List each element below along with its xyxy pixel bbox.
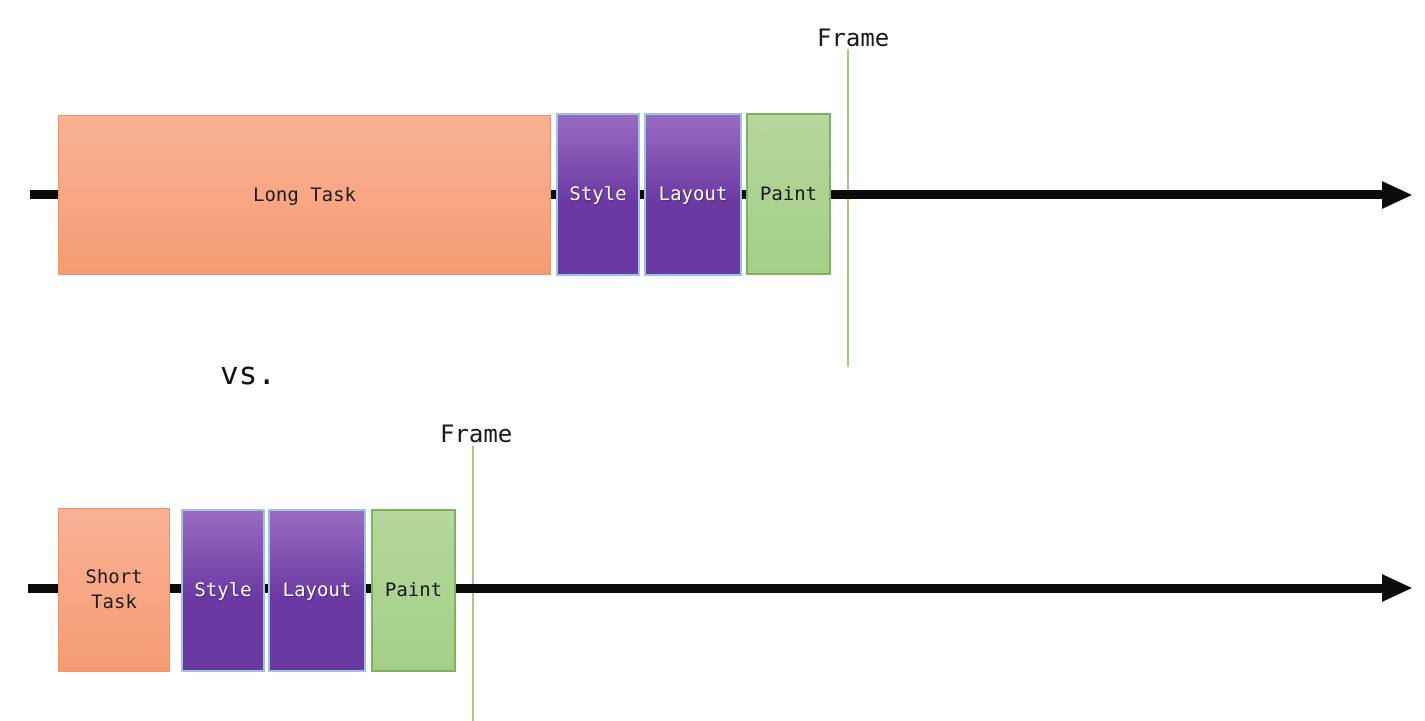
paint-box: Paint <box>371 509 456 672</box>
paint-box: Paint <box>746 113 831 275</box>
frame-label: Frame <box>440 420 513 448</box>
long-task-box: Long Task <box>58 115 551 275</box>
short-task-box: Short Task <box>58 508 170 672</box>
timeline-arrowhead-icon <box>1382 574 1412 602</box>
style-box: Style <box>181 509 265 672</box>
style-box: Style <box>556 113 640 276</box>
frame-marker-line <box>847 49 849 367</box>
style-label: Style <box>569 183 627 206</box>
short-task-label: Short Task <box>85 566 143 613</box>
frame-label: Frame <box>817 24 890 52</box>
layout-box: Layout <box>268 509 366 672</box>
timeline-arrowhead-icon <box>1382 181 1412 209</box>
paint-label: Paint <box>759 182 818 205</box>
paint-label: Paint <box>384 579 443 602</box>
timeline-arrow-line <box>28 584 1383 593</box>
frame-marker-line <box>472 446 474 721</box>
layout-box: Layout <box>644 113 742 276</box>
long-task-label: Long Task <box>253 183 356 206</box>
layout-label: Layout <box>282 579 352 602</box>
layout-label: Layout <box>658 183 728 206</box>
style-label: Style <box>194 579 252 602</box>
vs-separator-label: vs. <box>220 356 276 392</box>
